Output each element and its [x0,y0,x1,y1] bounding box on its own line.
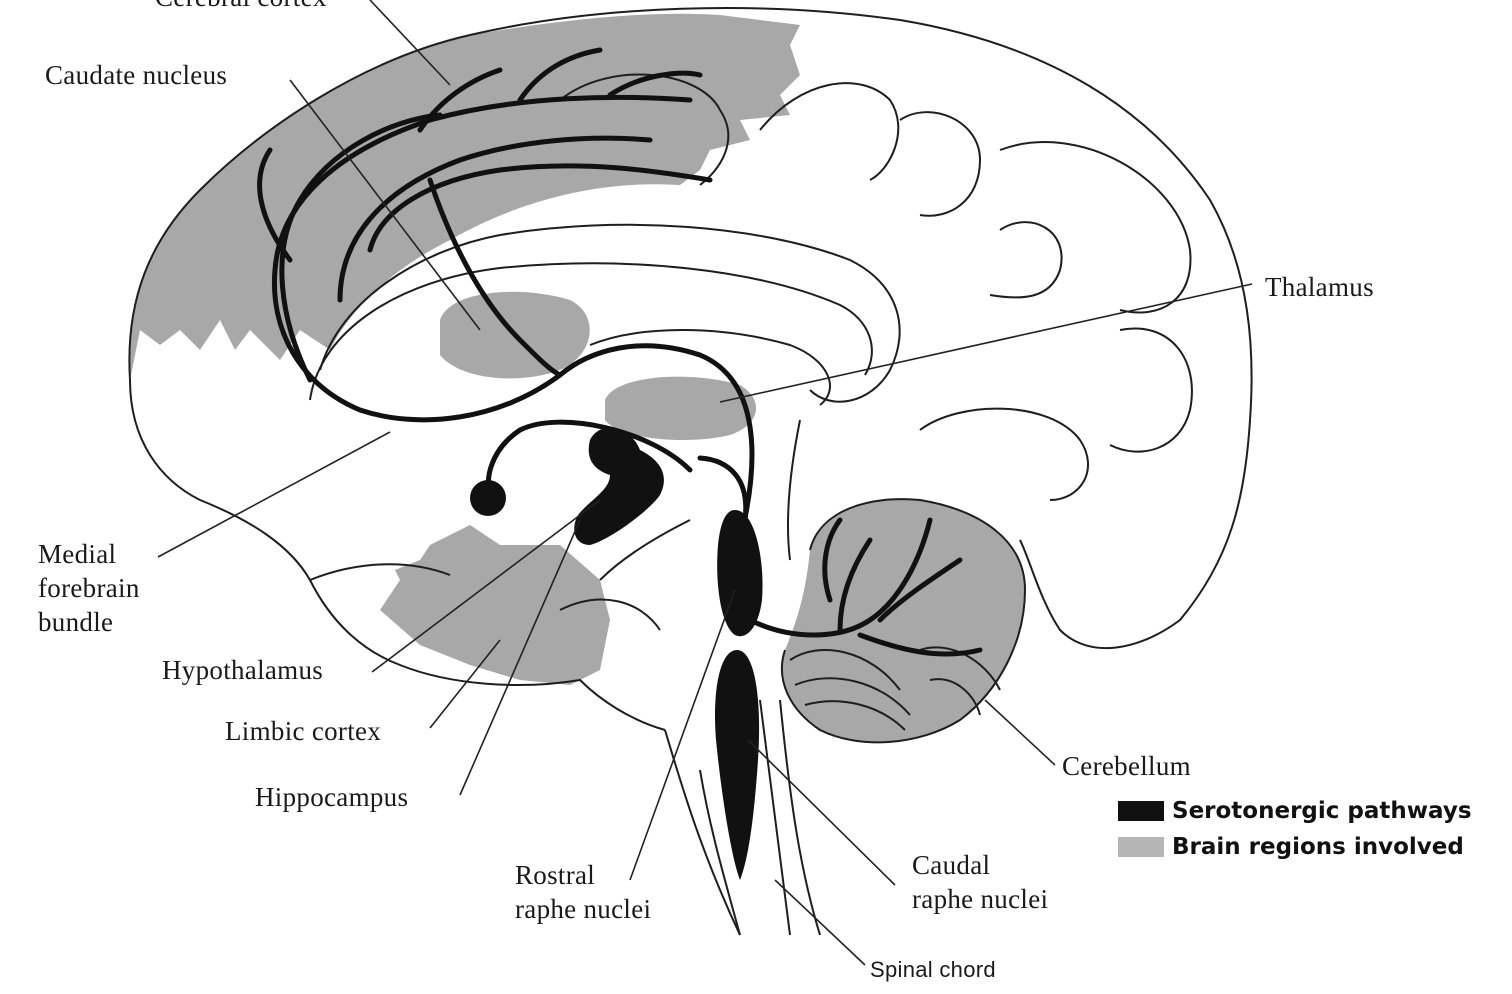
involved-regions [129,13,1025,743]
label-spinal-chord: Spinal chord [870,957,996,982]
limbic-gray-region [380,525,610,685]
label-limbic-cortex: Limbic cortex [225,716,382,746]
gyrus-1 [559,73,730,186]
legend-label-regions: Brain regions involved [1172,834,1464,860]
hypothalamus-nucleus [470,480,506,516]
pathway-branch-3 [367,163,713,253]
hypothalamus-blob [574,427,664,545]
leader-hippocampus [459,519,581,796]
label-cerebral-cortex: Cerebral cortex [155,0,327,14]
cerebellum-folia-2 [794,677,911,716]
gyrus-7 [919,407,1090,501]
leader-spinal [774,879,866,966]
leader-lines [157,0,1253,966]
brainstem-outline-left [599,519,741,936]
main-pathway-arc [271,94,755,543]
pathway-branch-4 [257,147,293,263]
legend-item-regions: Brain regions involved [1118,834,1464,860]
label-caudal-2: raphe nuclei [912,884,1049,914]
corpus-callosum-outline [309,262,873,401]
pathway-branch-2 [337,135,653,303]
leader-rostral [629,589,736,881]
leader-cerebellum [984,699,1056,766]
label-thalamus: Thalamus [1265,272,1374,302]
label-rostral-1: Rostral [515,860,596,890]
leader-limbic [429,639,501,729]
label-caudate-nucleus: Caudate nucleus [45,60,228,90]
cerebellum-folia-3 [804,700,906,731]
serotonergic-pathways [257,47,983,657]
leader-medial-forebrain [157,431,391,558]
cerebellum-gray-region [781,499,1025,743]
leader-caudate [289,79,481,331]
raphe-nuclei-shapes [470,427,763,880]
fornix-outline [589,329,831,406]
rostral-raphe-nucleus [717,510,763,637]
label-caudal-1: Caudal [912,850,991,880]
gyrus-3 [899,111,982,217]
cingulate-outline [319,223,901,403]
label-medial-forebrain-1: Medial [38,539,117,569]
label-cerebellum: Cerebellum [1062,751,1191,781]
legend-item-serotonergic: Serotonergic pathways [1118,798,1472,824]
label-medial-forebrain-3: bundle [38,607,114,637]
spinal-cord-outline [699,699,821,936]
pathway-to-cerebellum [747,517,933,638]
thalamus-gray-region [605,376,757,440]
label-hypothalamus: Hypothalamus [162,655,324,685]
caudal-raphe-nucleus [714,650,760,880]
pathway-to-thalamus [697,455,749,523]
cerebellum-branch-3 [857,632,983,657]
legend-swatch-regions [1118,837,1164,857]
outer-brain-outline [128,7,1253,731]
pathway-caudate [427,177,563,378]
cerebellum-branch-1 [837,537,873,633]
leader-caudal [747,739,896,886]
gyrus-2 [759,82,900,181]
temporal-gyrus [309,563,661,631]
pathway-branch-6 [517,47,603,103]
legend-label-serotonergic: Serotonergic pathways [1172,798,1472,824]
cerebellum-branch-2 [877,557,963,623]
cerebellum-folia-1 [789,649,901,691]
cerebellum-branch-4 [822,517,843,603]
gyrus-6 [1109,327,1193,453]
cortex-gray-region [129,13,800,381]
leader-hypothalamus [371,499,601,673]
cerebellum-outline [780,498,1027,744]
leader-thalamus [719,283,1253,403]
cerebellum-folia-5 [929,678,981,716]
pathway-hypothalamus [485,419,693,498]
gyrus-4 [999,141,1192,314]
leader-cerebral-cortex [369,0,451,86]
gyrus-5 [989,221,1063,299]
label-hippocampus: Hippocampus [255,782,409,812]
brain-outlines [128,7,1253,936]
label-medial-forebrain-2: forebrain [38,573,140,603]
brainstem-outline-right [759,419,801,936]
pathway-branch-5 [417,67,503,133]
legend-swatch-serotonergic [1118,801,1164,821]
pathway-branch-1 [279,112,443,383]
pathway-branch-7 [607,70,703,98]
label-rostral-2: raphe nuclei [515,894,652,924]
